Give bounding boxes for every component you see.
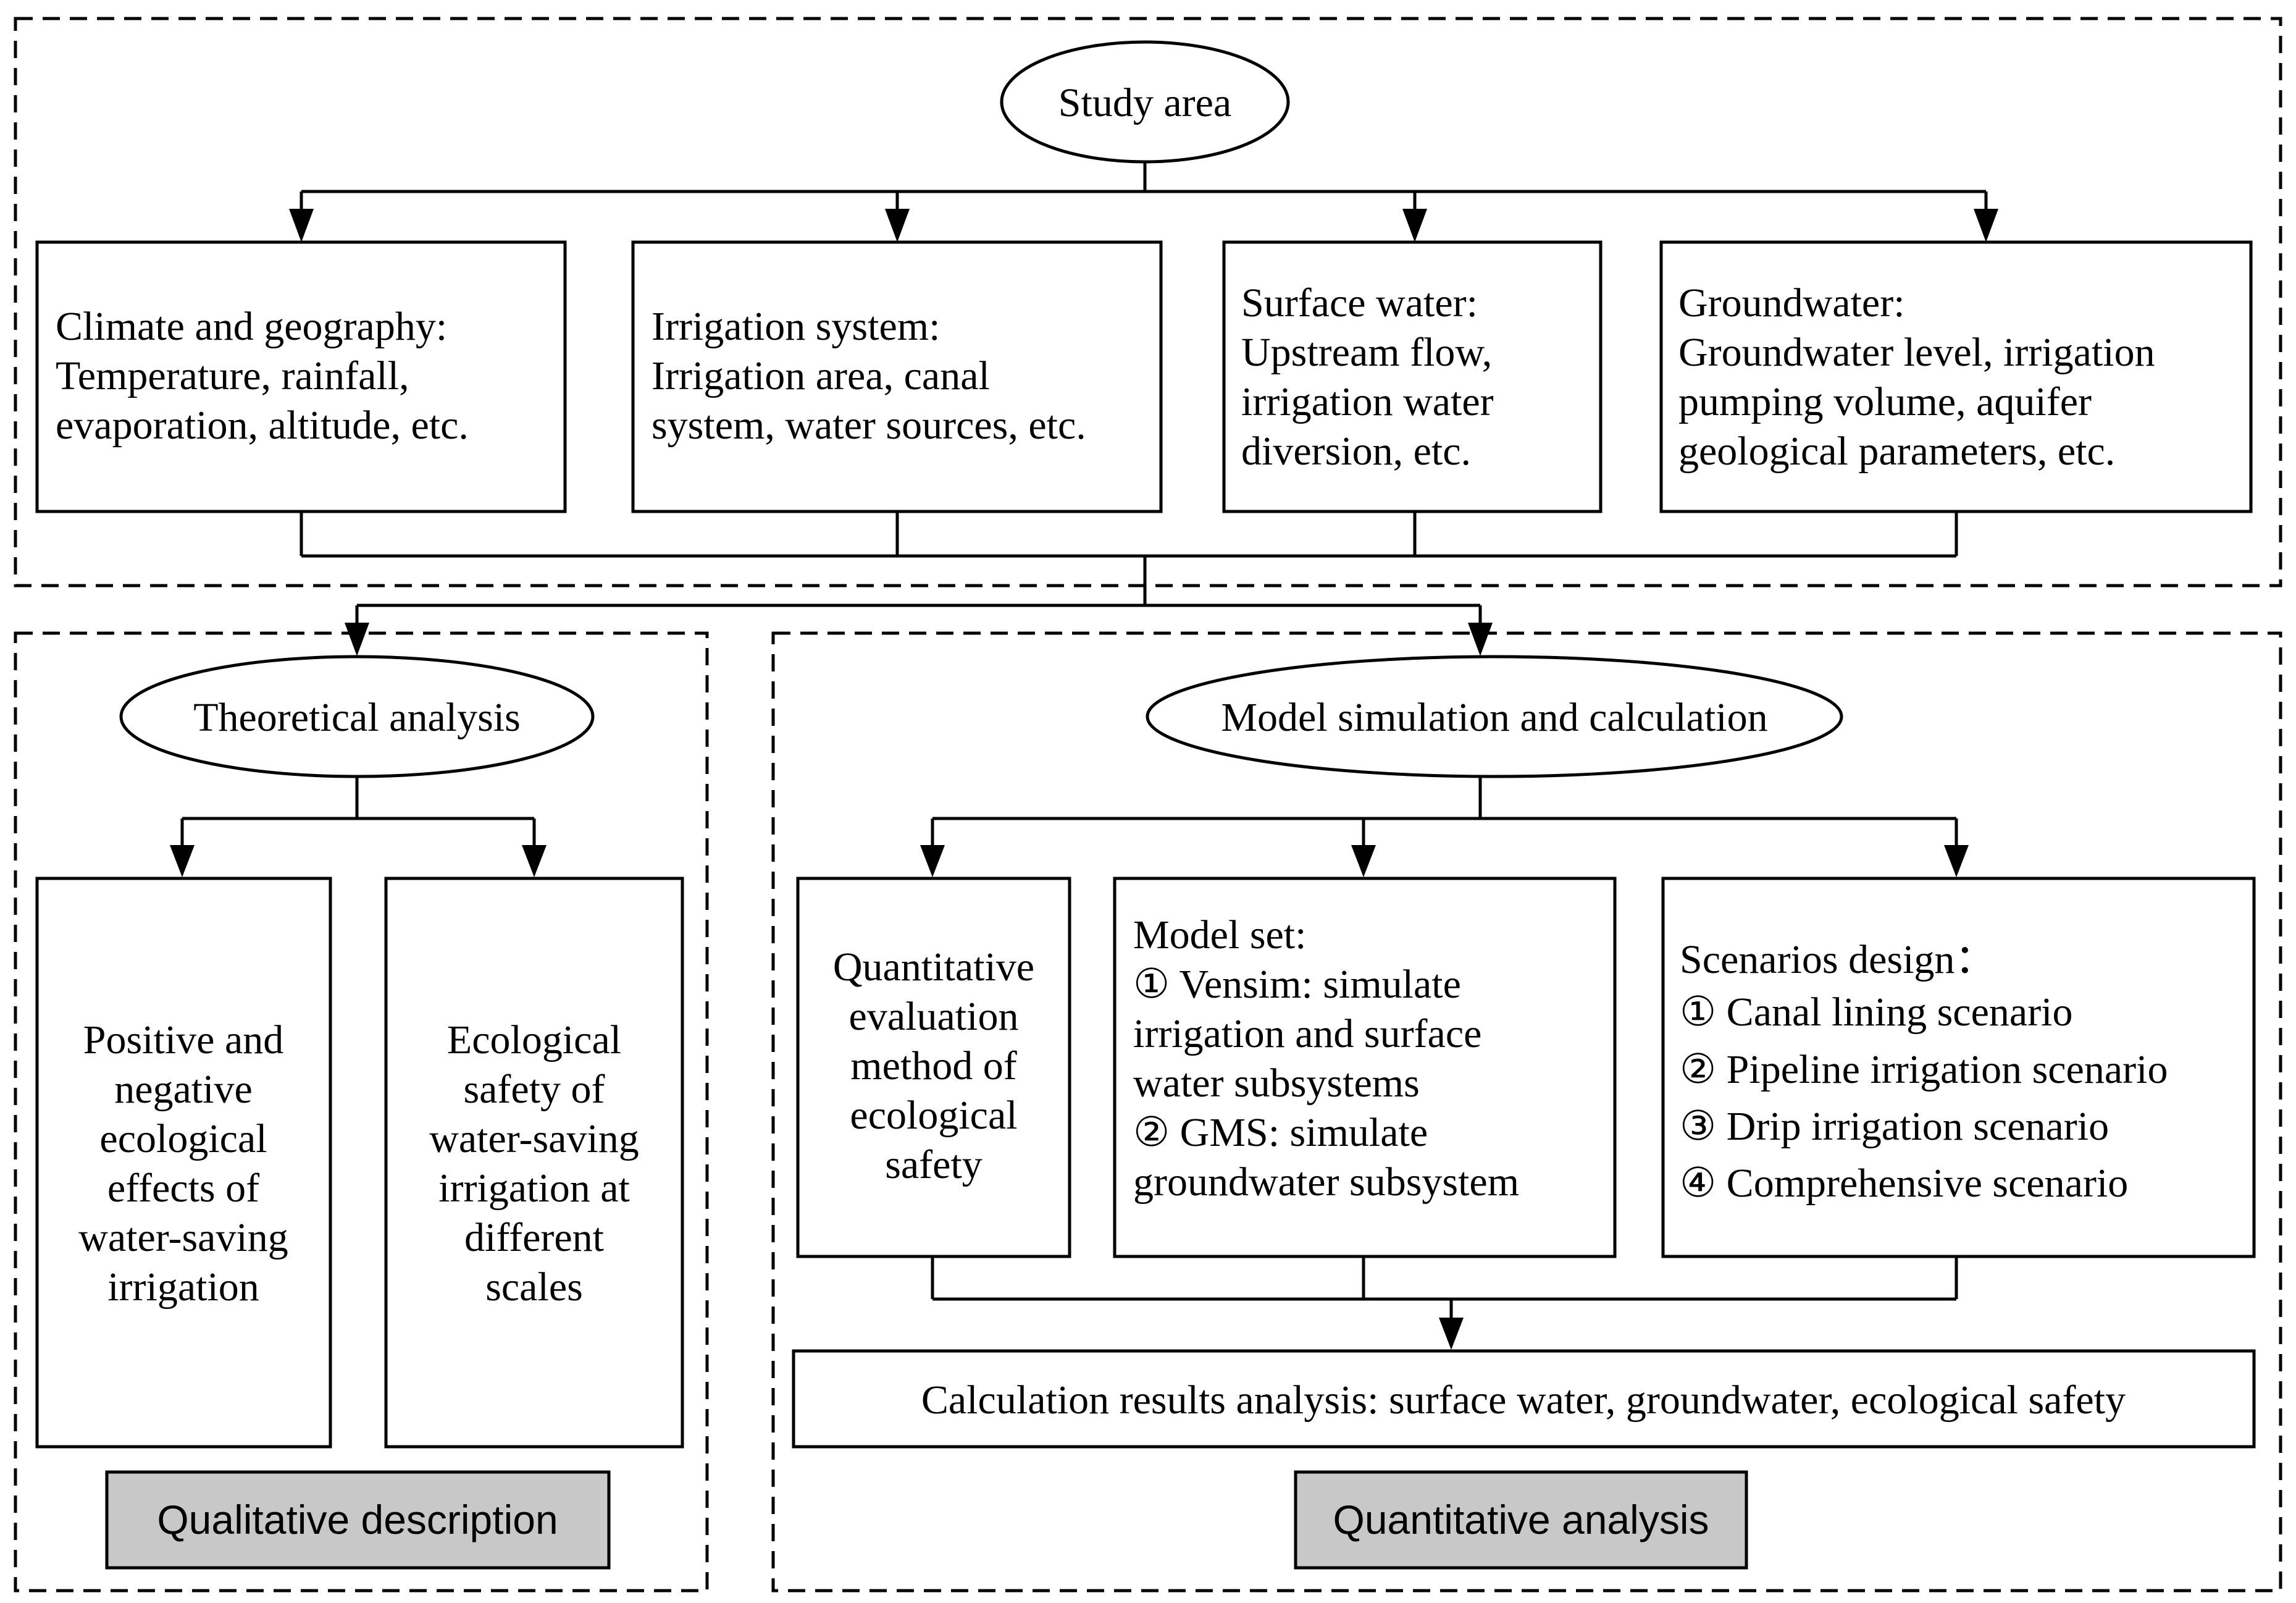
quantitative-analysis-label: Quantitative analysis [1294, 1470, 1748, 1570]
box-line: Scenarios design： [1680, 937, 1995, 982]
box-line: Model set: [1133, 912, 1306, 957]
scenarios-design-box: Scenarios design： ① Canal lining scenari… [1661, 877, 2256, 1258]
box-line: method of [850, 1043, 1016, 1088]
box-line: Ecological [447, 1017, 621, 1062]
box-line: ② GMS: simulate [1133, 1110, 1428, 1155]
box-line: water-saving [78, 1215, 288, 1260]
box-line: Irrigation system: [652, 304, 940, 349]
box-line: ② Pipeline irrigation scenario [1680, 1047, 2168, 1092]
box-line: ④ Comprehensive scenario [1680, 1161, 2128, 1206]
study-area-connectors [289, 162, 1998, 242]
box-line: pumping volume, aquifer [1678, 379, 2092, 424]
study-area-node: Study area [1000, 40, 1290, 164]
study-area-group-frame [14, 17, 2282, 587]
calculation-results-box: Calculation results analysis: surface wa… [792, 1349, 2256, 1449]
box-line: evaluation [849, 994, 1019, 1039]
calculation-results-text: Calculation results analysis: surface wa… [921, 1378, 2126, 1423]
surface-water-box: Surface water: Upstream flow, irrigation… [1222, 240, 1603, 513]
box-line: geological parameters, etc. [1678, 429, 2115, 474]
qualitative-group-frame [14, 631, 709, 1592]
qualitative-description-label: Qualitative description [105, 1470, 611, 1570]
box-line: Groundwater level, irrigation [1678, 330, 2155, 375]
ecological-effects-box: Positive and negative ecological effects… [35, 877, 332, 1449]
box-line: irrigation at [438, 1166, 630, 1211]
box-line: groundwater subsystem [1133, 1159, 1519, 1205]
box-line: irrigation [107, 1264, 259, 1310]
box-line: diversion, etc. [1241, 429, 1471, 474]
box-line: ① Canal lining scenario [1680, 990, 2073, 1035]
irrigation-system-box: Irrigation system: Irrigation area, cana… [631, 240, 1163, 513]
study-area-title: Study area [1058, 80, 1231, 125]
results-connectors [931, 1256, 1958, 1350]
model-simulation-title: Model simulation and calculation [1221, 695, 1767, 740]
box-line: Upstream flow, [1241, 330, 1492, 375]
theoretical-analysis-node: Theoretical analysis [119, 655, 595, 778]
merge-split-connectors [300, 511, 1958, 656]
box-line: Quantitative [833, 945, 1034, 990]
box-line: Temperature, rainfall, [56, 353, 409, 398]
quantitative-analysis-text: Quantitative analysis [1333, 1497, 1709, 1542]
qualitative-description-text: Qualitative description [157, 1497, 558, 1542]
box-line: irrigation and surface [1133, 1011, 1481, 1056]
box-line: safety [885, 1142, 983, 1187]
box-line: Surface water: [1241, 280, 1478, 326]
box-line: water-saving [429, 1116, 639, 1161]
model-set-box: Model set: ① Vensim: simulate irrigation… [1113, 877, 1617, 1258]
theoretical-connectors [170, 776, 547, 877]
box-line: ③ Drip irrigation scenario [1680, 1104, 2109, 1149]
box-line: different [464, 1215, 604, 1260]
box-line: negative [114, 1067, 253, 1112]
box-line: Positive and [83, 1017, 284, 1062]
groundwater-box: Groundwater: Groundwater level, irrigati… [1659, 240, 2253, 513]
box-line: safety of [463, 1067, 605, 1112]
box-line: ecological [99, 1116, 267, 1161]
quantitative-evaluation-box: Quantitative evaluation method of ecolog… [796, 877, 1071, 1258]
model-connectors [920, 776, 1969, 877]
model-simulation-node: Model simulation and calculation [1146, 655, 1843, 778]
box-line: Irrigation area, canal [652, 353, 990, 398]
theoretical-analysis-title: Theoretical analysis [193, 695, 521, 740]
box-line: Climate and geography: [56, 304, 447, 349]
box-line: ① Vensim: simulate [1133, 962, 1461, 1007]
quantitative-group-frame [771, 631, 2282, 1592]
box-line: effects of [107, 1166, 259, 1211]
box-line: irrigation water [1241, 379, 1494, 424]
box-line: system, water sources, etc. [652, 403, 1086, 448]
box-line: water subsystems [1133, 1061, 1420, 1106]
box-line: evaporation, altitude, etc. [56, 403, 469, 448]
climate-geography-box: Climate and geography: Temperature, rain… [35, 240, 567, 513]
box-line: ecological [850, 1093, 1017, 1138]
box-line: Groundwater: [1678, 280, 1905, 326]
ecological-safety-scales-box: Ecological safety of water-saving irriga… [384, 877, 684, 1449]
box-line: scales [485, 1264, 583, 1310]
